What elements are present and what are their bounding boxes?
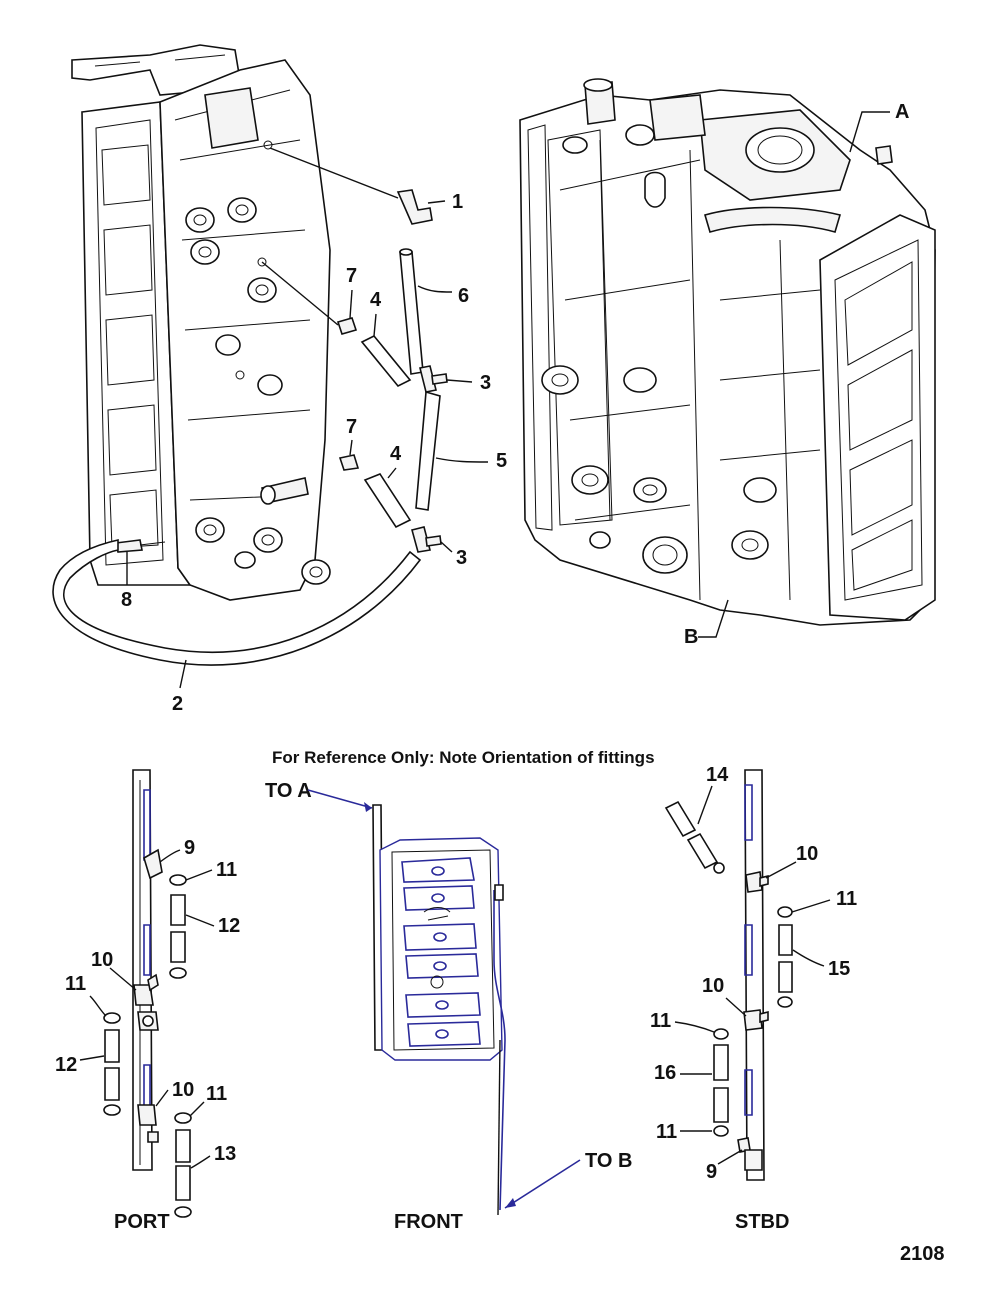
port-callout-10-upper: 10	[91, 949, 113, 971]
port-callout-13: 13	[214, 1143, 236, 1165]
callout-5: 5	[496, 450, 507, 472]
port-callout-11-left: 11	[65, 973, 86, 995]
callout-7-lower: 7	[346, 416, 357, 438]
callout-A: A	[895, 101, 909, 123]
right-callouts: A B	[684, 101, 909, 648]
callout-8: 8	[121, 589, 132, 611]
callout-6: 6	[458, 285, 469, 307]
reference-note: For Reference Only: Note Orientation of …	[272, 748, 655, 767]
stbd-callout-11-upper: 11	[836, 888, 857, 910]
callout-4-upper: 4	[370, 289, 382, 311]
callout-3-upper: 3	[480, 372, 491, 394]
right-cylinder-block	[519, 78, 936, 626]
stbd-view: 14 10 11 15 10 11 16 11 9 STBD	[650, 764, 857, 1233]
stbd-title: STBD	[735, 1211, 789, 1233]
callout-2: 2	[172, 693, 183, 715]
callout-B: B	[684, 626, 698, 648]
callout-1: 1	[452, 191, 463, 213]
front-title: FRONT	[394, 1211, 463, 1233]
port-callout-12-right: 12	[218, 915, 240, 937]
figure-number: 2108	[900, 1243, 945, 1265]
port-callout-11-upper: 11	[216, 859, 237, 881]
left-callouts: 1 6 7 4 3 7 4 5 3 8 2	[121, 191, 507, 715]
stbd-callout-16: 16	[654, 1062, 676, 1084]
stbd-callout-11-lower: 11	[656, 1121, 677, 1143]
left-cylinder-block	[71, 44, 331, 601]
front-view: TO A TO B	[265, 780, 632, 1233]
port-title: PORT	[114, 1211, 170, 1233]
stbd-callout-15: 15	[828, 958, 850, 980]
callout-7-upper: 7	[346, 265, 357, 287]
to-a-label: TO A	[265, 780, 312, 802]
to-b-label: TO B	[585, 1150, 632, 1172]
stbd-callout-10-upper: 10	[796, 843, 818, 865]
stbd-callout-10-lower: 10	[702, 975, 724, 997]
port-callout-12-left: 12	[55, 1054, 77, 1076]
callout-3-lower: 3	[456, 547, 467, 569]
stbd-callout-14: 14	[706, 764, 729, 786]
hose-assembly	[52, 147, 448, 666]
port-callout-10-lower: 10	[172, 1079, 194, 1101]
port-callout-11-lower: 11	[206, 1083, 227, 1105]
port-view: 9 11 12 10 11 12 10 11 13 PORT	[55, 769, 240, 1233]
port-callout-9: 9	[184, 837, 195, 859]
stbd-callout-9: 9	[706, 1161, 717, 1183]
front-plate-windows	[401, 857, 481, 1047]
stbd-callout-11-mid: 11	[650, 1010, 671, 1032]
callout-4-lower: 4	[390, 443, 402, 465]
